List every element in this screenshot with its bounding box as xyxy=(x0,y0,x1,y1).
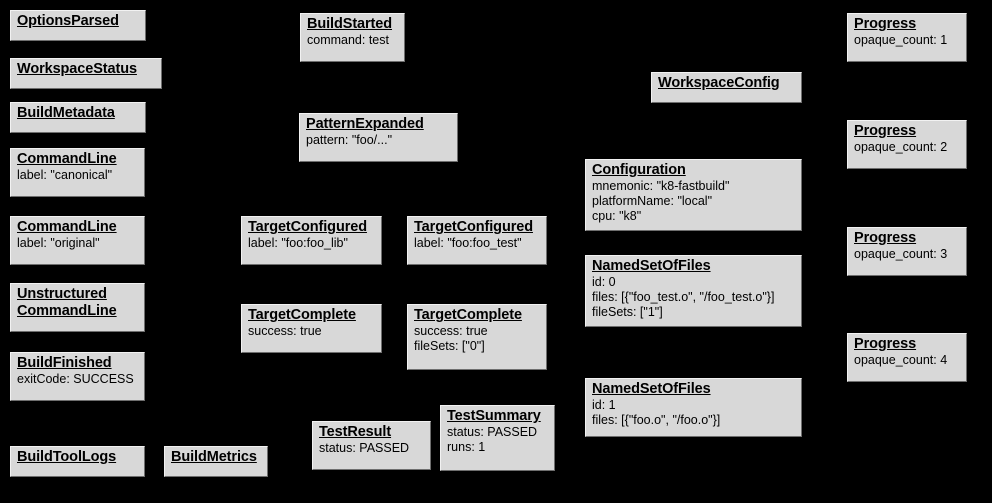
node-title: NamedSetOfFiles xyxy=(592,381,711,397)
node-title: BuildMetrics xyxy=(171,449,257,465)
node-title: TargetComplete xyxy=(248,307,356,323)
node-field: fileSets: ["0"] xyxy=(414,339,485,353)
node-title: NamedSetOfFiles xyxy=(592,258,711,274)
node-title: TestSummary xyxy=(447,408,541,424)
node-title: BuildStarted xyxy=(307,16,393,32)
node-workspace-status[interactable]: WorkspaceStatus xyxy=(10,58,162,89)
node-field: cpu: "k8" xyxy=(592,209,642,223)
node-title: TargetComplete xyxy=(414,307,522,323)
node-field: command: test xyxy=(307,33,389,47)
node-title: WorkspaceConfig xyxy=(658,75,780,91)
node-title: OptionsParsed xyxy=(17,13,119,29)
node-title: Progress xyxy=(854,123,917,139)
node-title: WorkspaceStatus xyxy=(17,61,137,77)
node-build-tool-logs[interactable]: BuildToolLogs xyxy=(10,446,145,477)
node-title: BuildMetadata xyxy=(17,105,115,121)
node-title: Progress xyxy=(854,336,917,352)
node-field: files: [{"foo.o", "/foo.o"}] xyxy=(592,413,721,427)
node-build-metadata[interactable]: BuildMetadata xyxy=(10,102,146,133)
node-workspace-config[interactable]: WorkspaceConfig xyxy=(651,72,802,103)
node-field: success: true xyxy=(414,324,488,338)
node-field: runs: 1 xyxy=(447,440,486,454)
node-field: pattern: "foo/..." xyxy=(306,133,393,147)
node-unstructured-command-line[interactable]: Unstructured CommandLine xyxy=(10,283,145,332)
node-title: TargetConfigured xyxy=(248,219,367,235)
node-field: id: 1 xyxy=(592,398,616,412)
node-title: Configuration xyxy=(592,162,686,178)
node-title: Progress xyxy=(854,230,917,246)
node-build-metrics[interactable]: BuildMetrics xyxy=(164,446,268,477)
node-field: opaque_count: 2 xyxy=(854,140,948,154)
node-title: CommandLine xyxy=(17,219,117,235)
node-title: Unstructured CommandLine xyxy=(17,286,117,319)
node-field: status: PASSED xyxy=(447,425,538,439)
node-title: BuildFinished xyxy=(17,355,112,371)
node-title: CommandLine xyxy=(17,151,117,167)
node-field: opaque_count: 3 xyxy=(854,247,948,261)
node-field: opaque_count: 4 xyxy=(854,353,948,367)
node-field: success: true xyxy=(248,324,322,338)
node-title: TestResult xyxy=(319,424,392,440)
node-field: status: PASSED xyxy=(319,441,410,455)
node-field: label: "foo:foo_lib" xyxy=(248,236,348,250)
node-title: TargetConfigured xyxy=(414,219,533,235)
node-field: mnemonic: "k8-fastbuild" xyxy=(592,179,730,193)
node-field: label: "foo:foo_test" xyxy=(414,236,522,250)
node-field: label: "original" xyxy=(17,236,100,250)
node-title: Progress xyxy=(854,16,917,32)
node-field: exitCode: SUCCESS xyxy=(17,372,134,386)
node-title: PatternExpanded xyxy=(306,116,424,132)
node-field: id: 0 xyxy=(592,275,616,289)
node-field: label: "canonical" xyxy=(17,168,113,182)
node-title: BuildToolLogs xyxy=(17,449,117,465)
node-options-parsed[interactable]: OptionsParsed xyxy=(10,10,146,41)
node-field: files: [{"foo_test.o", "/foo_test.o"}] xyxy=(592,290,775,304)
node-field: opaque_count: 1 xyxy=(854,33,948,47)
node-field: platformName: "local" xyxy=(592,194,713,208)
node-field: fileSets: ["1"] xyxy=(592,305,663,319)
